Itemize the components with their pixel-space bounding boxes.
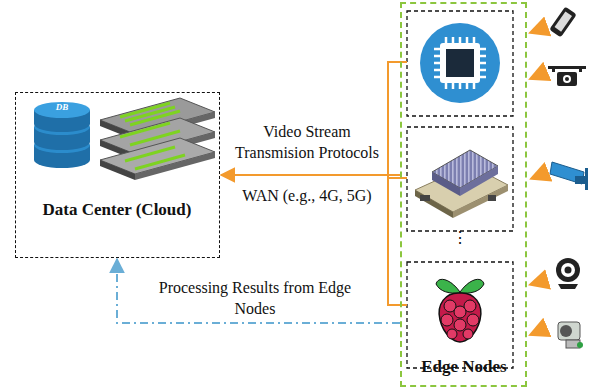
server-rack (100, 98, 215, 180)
camcorder-icon (558, 322, 583, 348)
connector-arrow (117, 259, 400, 323)
edge-group-box: Edge Nodes (400, 2, 527, 387)
box-title: Data Center (Cloud) (42, 199, 192, 220)
cloud-box: Data Center (Cloud) (15, 92, 220, 258)
edge-label: Processing Results from Edge Nodes (140, 277, 370, 319)
chip-icon (420, 23, 500, 103)
box-title: Edge Nodes (404, 356, 524, 377)
phone-icon (549, 7, 577, 38)
raspberry-icon (436, 279, 484, 342)
ellipsis: ⋮ (445, 228, 475, 247)
webcam-icon (556, 258, 580, 289)
db-label: DB (47, 102, 77, 113)
edge-device-box (407, 11, 513, 368)
device-arrows (532, 27, 548, 334)
board-icon (415, 150, 508, 218)
database-icon (34, 102, 90, 168)
drone-icon (548, 66, 586, 86)
bus-line (388, 62, 407, 305)
edge-label: Video Stream Transmision Protocols (222, 121, 392, 163)
network-label: WAN (e.g., 4G, 5G) (222, 186, 392, 205)
security-camera-icon (550, 162, 588, 190)
connector-arrow (221, 174, 400, 176)
